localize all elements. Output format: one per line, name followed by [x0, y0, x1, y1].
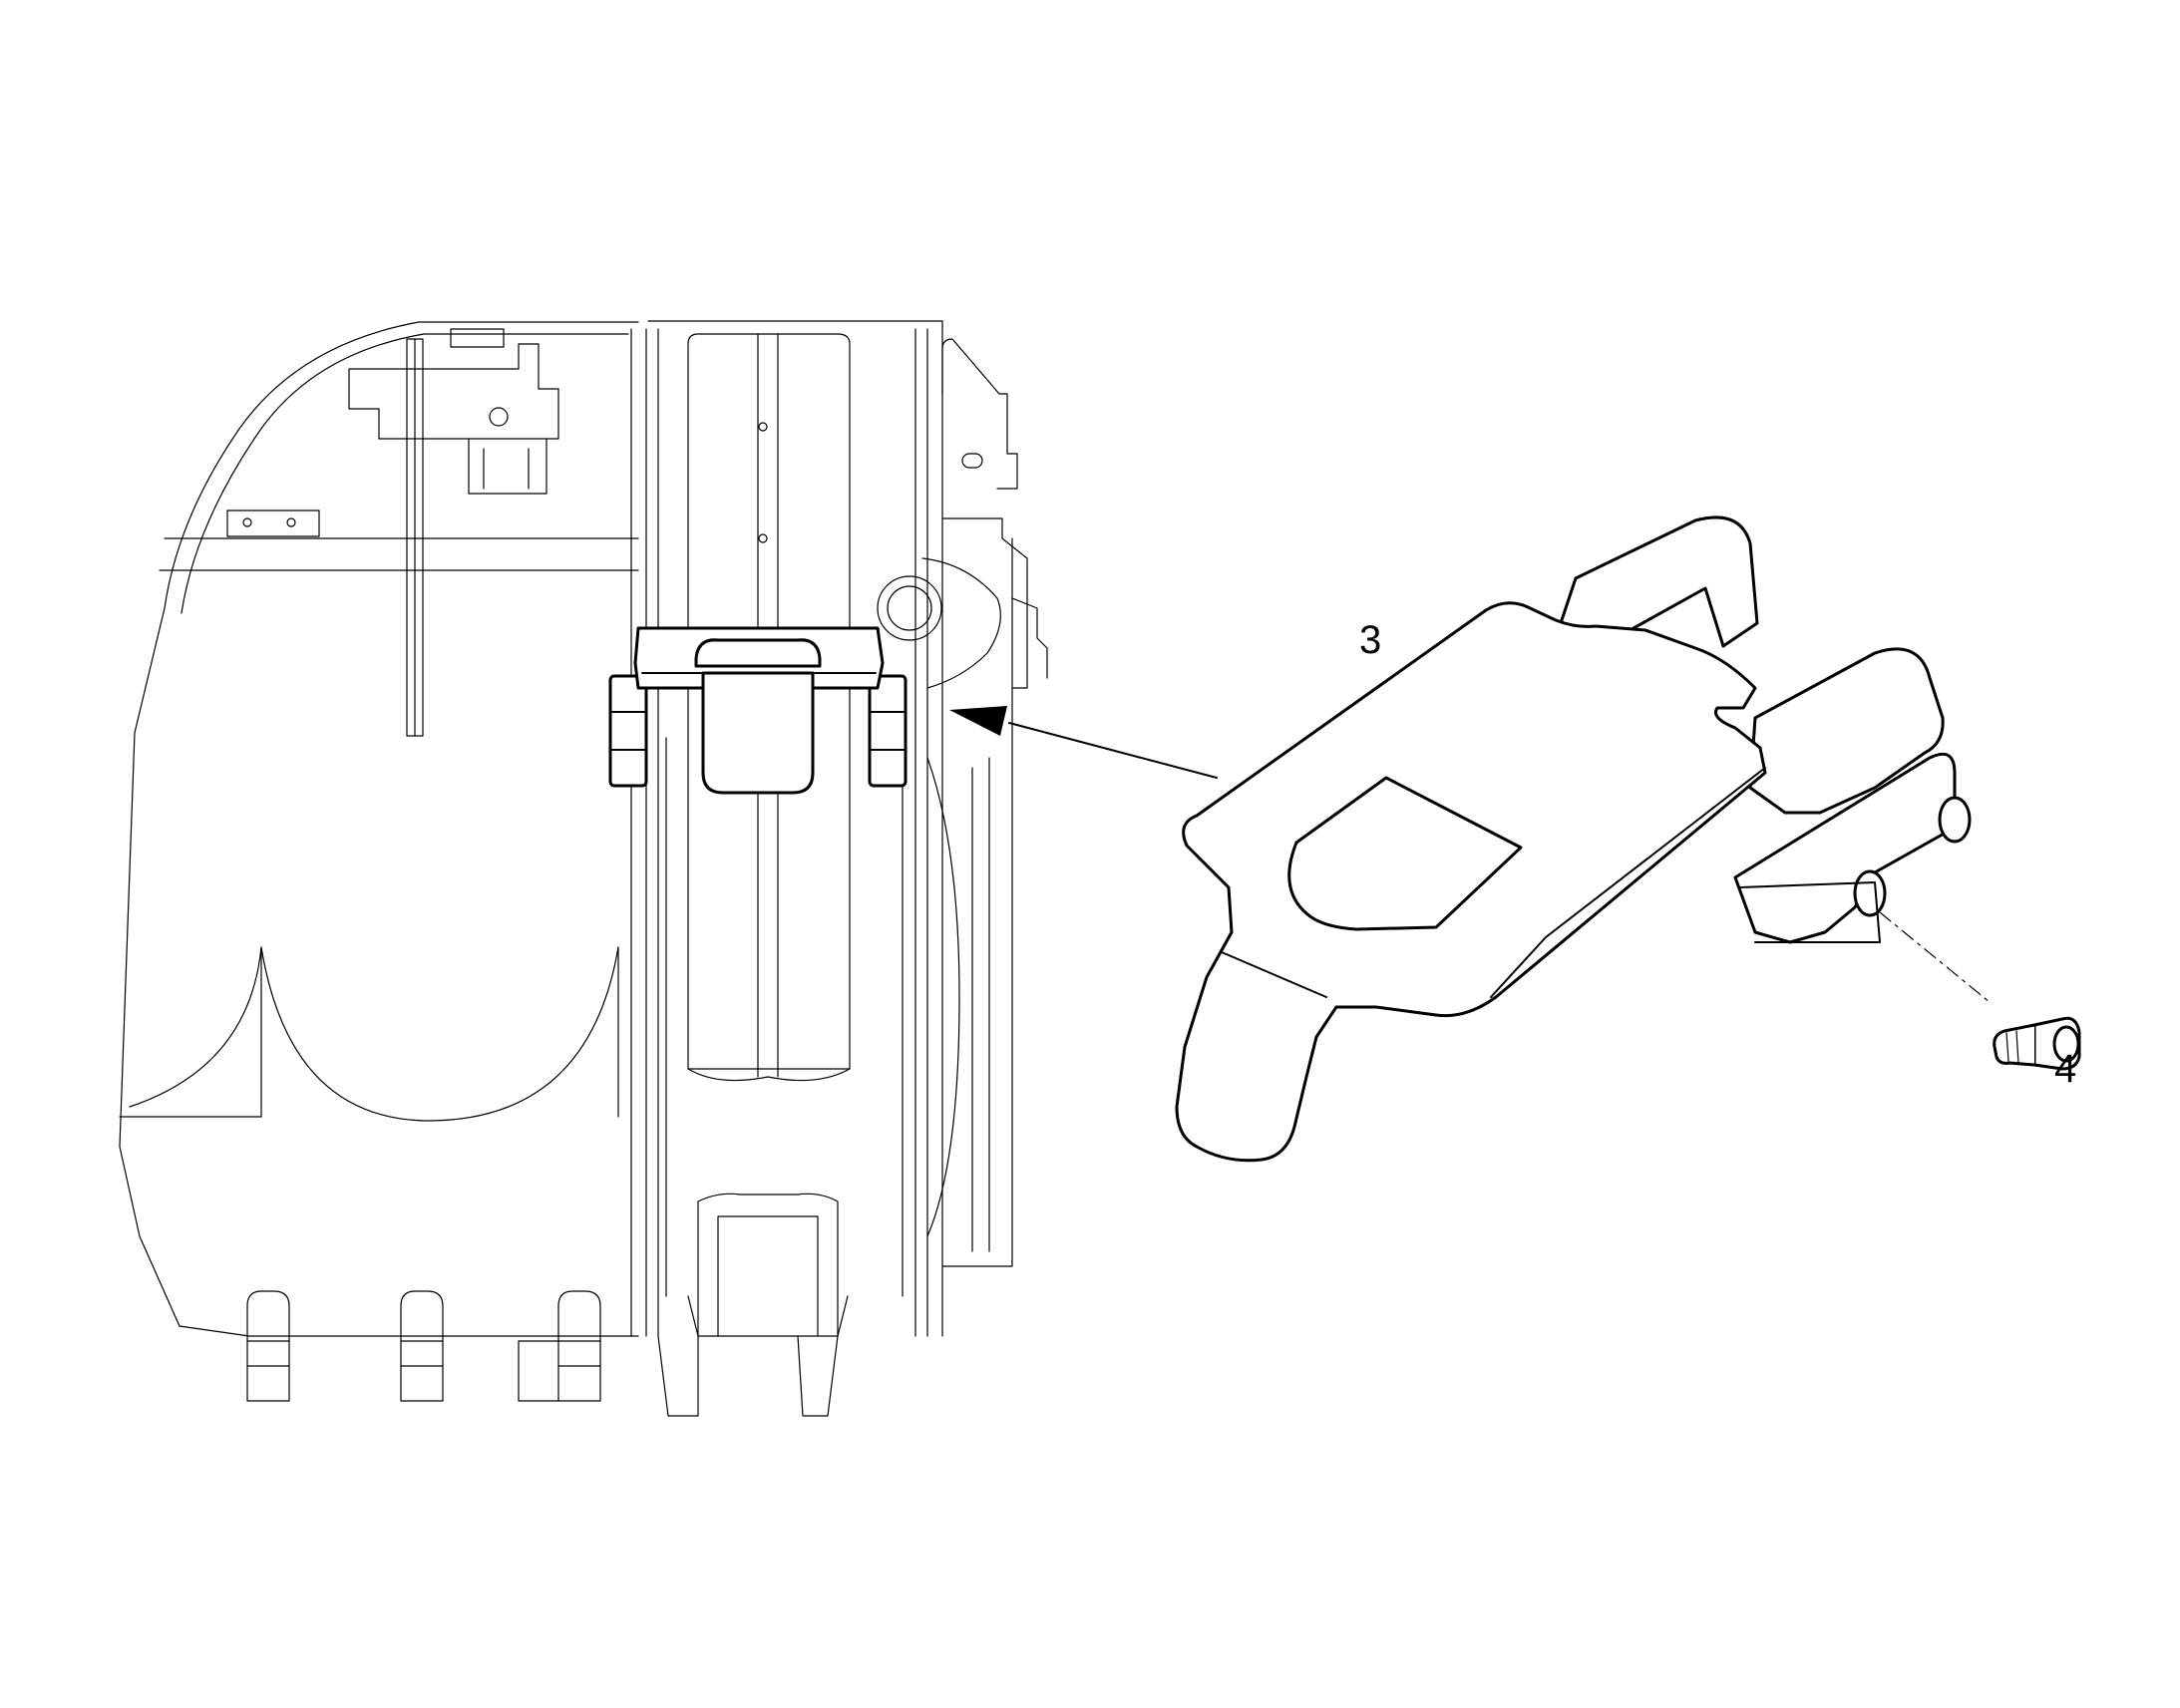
bucket-teeth — [246, 1290, 601, 1402]
installed-part-3 — [608, 626, 1218, 795]
callout-part-4: 4 — [2054, 1047, 2076, 1091]
part-4-screw — [1879, 911, 2081, 1071]
callout-part-3: 3 — [1359, 618, 1381, 662]
bucket-assembly — [119, 321, 639, 1402]
side-frame — [877, 338, 1048, 1267]
part-3-bracket — [1175, 515, 1972, 1163]
center-column — [630, 320, 943, 1417]
